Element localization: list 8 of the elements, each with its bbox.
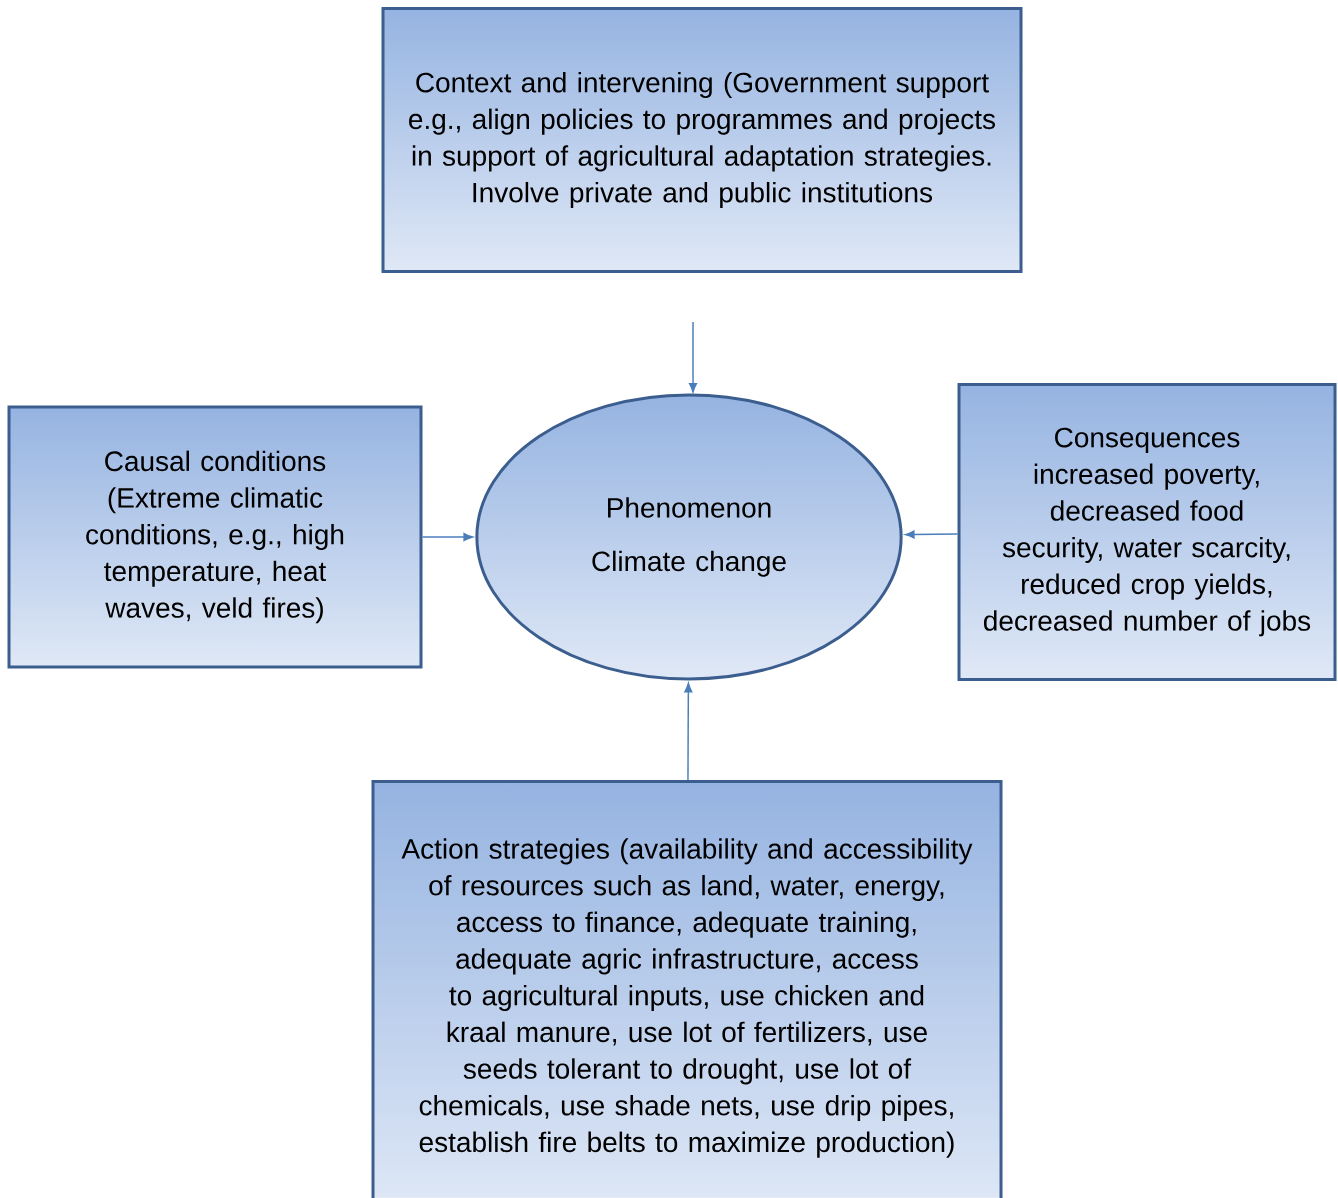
- concept-box: Context and intervening (Government support e.g., align policies to programmes and projects in support of agricultural adaptation strategies. Involve private and public institutions: [381, 7, 1023, 273]
- arrow: [688, 321, 698, 393]
- arrow: [684, 682, 693, 781]
- concept-box: Action strategies (availability and accessibility of resources such as land, water, energy, access to finance, adequate training, adequate agric infrastructure, access to agricultural inputs, use chicken and kraal manure, use lot of fertilizers, use seeds tolerant to drought, use lot of chemicals, use shade nets, use drip pipes, establish fire belts to maximize production): [371, 780, 1003, 1198]
- arrow: [421, 532, 474, 542]
- arrow: [904, 530, 959, 539]
- concept-box: Consequences increased poverty, decreased food security, water scarcity, reduced crop yields, decreased number of jobs: [957, 383, 1337, 681]
- concept-box: Causal conditions (Extreme climatic conditions, e.g., high temperature, heat waves, veld fires): [7, 405, 423, 669]
